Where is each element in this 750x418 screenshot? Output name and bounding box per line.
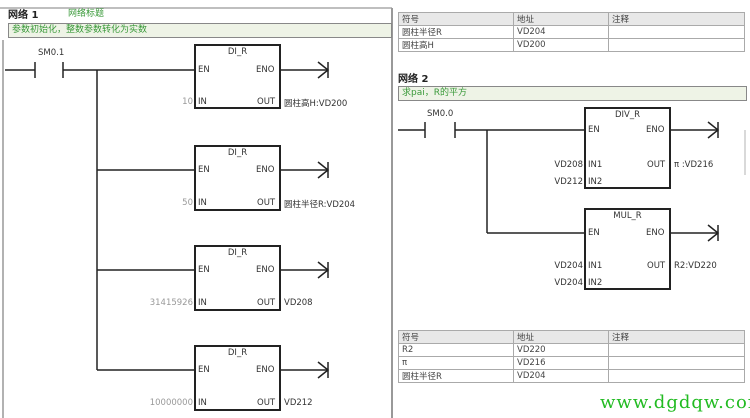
en-pin: EN — [198, 265, 210, 275]
in2-operand[interactable]: VD204 — [554, 278, 583, 288]
block-title: DI_R — [227, 148, 248, 158]
eno-pin: ENO — [256, 165, 275, 175]
network-1-comment[interactable]: 参数初始化，整数参数转化为实数 — [8, 23, 392, 38]
en-pin: EN — [588, 125, 600, 135]
in2-pin: IN2 — [588, 278, 603, 288]
block-title: DI_R — [227, 348, 248, 358]
address-cell[interactable]: VD220 — [513, 343, 609, 357]
in1-operand[interactable]: VD204 — [554, 261, 583, 271]
out-pin: OUT — [257, 97, 276, 107]
symbol-cell[interactable]: π — [398, 356, 514, 370]
comment-cell[interactable] — [608, 369, 745, 383]
address-cell[interactable]: VD200 — [513, 38, 609, 52]
en-pin: EN — [588, 228, 600, 238]
in-operand[interactable]: 31415926 — [149, 298, 193, 308]
address-cell[interactable]: VD216 — [513, 356, 609, 370]
out-operand[interactable]: VD212 — [284, 398, 313, 408]
block-title: DI_R — [227, 47, 248, 57]
block-title: DIV_R — [614, 110, 641, 120]
out-pin: OUT — [257, 198, 276, 208]
network-1-title[interactable]: 网络标题 — [68, 9, 105, 19]
out-pin: OUT — [257, 298, 276, 308]
in2-operand[interactable]: VD212 — [554, 177, 583, 187]
comment-cell[interactable] — [608, 25, 745, 39]
symbol-cell[interactable]: R2 — [398, 343, 514, 357]
out-pin: OUT — [647, 261, 666, 271]
in-pin: IN — [198, 398, 207, 408]
out-operand[interactable]: VD208 — [284, 298, 313, 308]
symbol-cell[interactable]: 圆柱半径R — [398, 25, 514, 39]
header-address: 地址 — [513, 330, 609, 344]
in-operand[interactable]: 50 — [182, 198, 193, 208]
network-1-label: 网络 1 — [8, 10, 39, 21]
comment-cell[interactable] — [608, 356, 745, 370]
symbol-cell[interactable]: 圆柱半径R — [398, 369, 514, 383]
out-operand[interactable]: 圆柱高H:VD200 — [284, 99, 348, 109]
eno-pin: ENO — [256, 65, 275, 75]
en-pin: EN — [198, 165, 210, 175]
en-pin: EN — [198, 65, 210, 75]
contact-sm0-1[interactable]: SM0.1 — [38, 48, 65, 58]
comment-cell[interactable] — [608, 38, 745, 52]
eno-pin: ENO — [256, 265, 275, 275]
address-cell[interactable]: VD204 — [513, 369, 609, 383]
en-pin: EN — [198, 365, 210, 375]
symbol-cell[interactable]: 圆柱高H — [398, 38, 514, 52]
header-symbol: 符号 — [398, 12, 514, 26]
block-title: DI_R — [227, 248, 248, 258]
eno-pin: ENO — [646, 228, 665, 238]
comment-cell[interactable] — [608, 343, 745, 357]
header-symbol: 符号 — [398, 330, 514, 344]
address-cell[interactable]: VD204 — [513, 25, 609, 39]
network-2-label: 网络 2 — [398, 74, 429, 85]
eno-pin: ENO — [646, 125, 665, 135]
eno-pin: ENO — [256, 365, 275, 375]
in1-operand[interactable]: VD208 — [554, 160, 583, 170]
in1-pin: IN1 — [588, 261, 603, 271]
block-title: MUL_R — [613, 211, 642, 221]
out-pin: OUT — [257, 398, 276, 408]
in-pin: IN — [198, 198, 207, 208]
contact-sm0-0[interactable]: SM0.0 — [427, 109, 454, 119]
header-address: 地址 — [513, 12, 609, 26]
in1-pin: IN1 — [588, 160, 603, 170]
watermark: www.dgdqw.com — [600, 392, 750, 413]
in-operand[interactable]: 10000000 — [149, 398, 193, 408]
in-pin: IN — [198, 97, 207, 107]
header-comment: 注释 — [608, 330, 745, 344]
out-pin: OUT — [647, 160, 666, 170]
out-operand[interactable]: 圆柱半径R:VD204 — [284, 200, 356, 210]
out-operand[interactable]: R2:VD220 — [674, 261, 717, 271]
in-pin: IN — [198, 298, 207, 308]
network-2-comment[interactable]: 求pai，R的平方 — [398, 86, 747, 101]
in-operand[interactable]: 10 — [182, 97, 193, 107]
header-comment: 注释 — [608, 12, 745, 26]
out-operand[interactable]: π :VD216 — [674, 160, 714, 170]
in2-pin: IN2 — [588, 177, 603, 187]
